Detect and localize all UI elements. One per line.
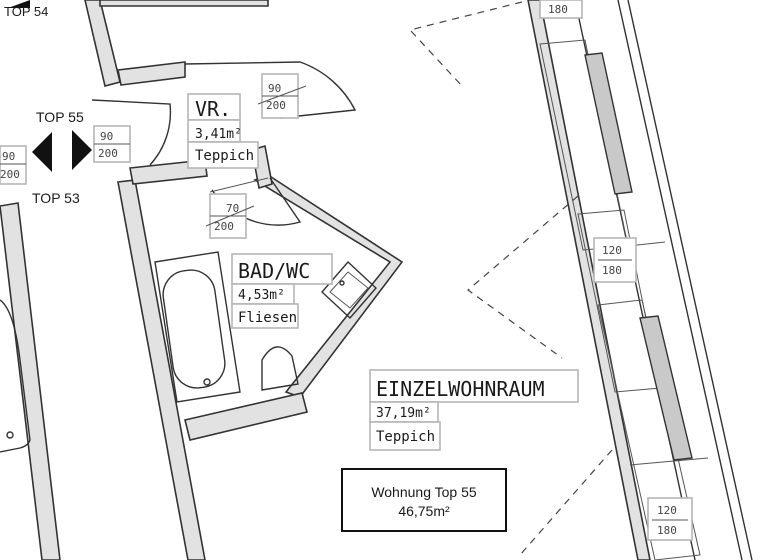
arrow-top54 bbox=[8, 0, 30, 8]
dashed-marker-3 bbox=[519, 449, 613, 556]
window-sill-line-2 bbox=[629, 457, 709, 466]
unit-info-box: Wohnung Top 55 46,75m² bbox=[341, 468, 507, 532]
bathtub bbox=[154, 251, 241, 403]
window-tag-1-height: 180 bbox=[548, 3, 568, 16]
wall-bath-bottom bbox=[184, 392, 308, 441]
door-tag-4-height: 200 bbox=[214, 220, 234, 233]
doors bbox=[91, 61, 357, 226]
window-tag-3-height: 180 bbox=[657, 524, 677, 537]
room-vr-floor: Teppich bbox=[195, 148, 254, 164]
room-bad-floor: Fliesen bbox=[238, 310, 297, 326]
room-einzel-floor: Teppich bbox=[376, 429, 435, 445]
door-tag-3-width: 90 bbox=[2, 150, 15, 163]
door-tag-2-height: 200 bbox=[98, 147, 118, 160]
room-einzel-area: 37,19m² bbox=[376, 406, 431, 421]
room-einzel-name: EINZELWOHNRAUM bbox=[376, 377, 545, 401]
door-tag-2: 90 200 bbox=[93, 125, 131, 163]
door-tag-1-width: 90 bbox=[268, 82, 281, 95]
door-tag-3-height: 200 bbox=[0, 168, 20, 181]
room-vr-area: 3,41m² bbox=[195, 127, 242, 142]
door-tag-1-height: 200 bbox=[266, 99, 286, 112]
room-bad-area: 4,53m² bbox=[238, 288, 285, 303]
door-tag-1: 90 200 bbox=[257, 73, 307, 119]
neighbor-bathtub bbox=[0, 299, 31, 453]
wall-top-left bbox=[84, 0, 121, 87]
room-vr: VR. 3,41m² Teppich bbox=[187, 93, 259, 169]
room-einzel: EINZELWOHNRAUM 37,19m² Teppich bbox=[369, 369, 579, 451]
dashed-marker-2 bbox=[467, 195, 579, 359]
toilet bbox=[261, 346, 299, 391]
facade-line-2 bbox=[617, 0, 743, 560]
radiator-1 bbox=[584, 52, 633, 195]
door-leaf-3 bbox=[209, 177, 269, 193]
dashed-marker-1 bbox=[408, 1, 523, 87]
door-swing-1 bbox=[184, 61, 357, 119]
door-tag-3: 90 200 bbox=[0, 145, 27, 185]
window-tag-3: 120 180 bbox=[647, 497, 693, 541]
arrow-left bbox=[32, 132, 52, 172]
label-top54: TOP 54 bbox=[4, 4, 48, 19]
washbasin bbox=[321, 260, 377, 320]
unit-title: Wohnung Top 55 bbox=[371, 484, 477, 500]
door-tag-4-width: 70 bbox=[226, 202, 239, 215]
wall-vr-top bbox=[117, 61, 186, 86]
window-tag-3-width: 120 bbox=[657, 504, 677, 517]
window-tag-2-height: 180 bbox=[602, 264, 622, 277]
room-vr-name: VR. bbox=[195, 97, 231, 121]
room-bad: BAD/WC 4,53m² Fliesen bbox=[231, 253, 333, 329]
window-tag-2-width: 120 bbox=[602, 244, 622, 257]
door-tag-2-width: 90 bbox=[100, 130, 113, 143]
door-tag-4: 70 200 bbox=[205, 193, 255, 239]
window-tag-1: 180 bbox=[539, 0, 583, 19]
arrow-right bbox=[72, 130, 92, 170]
window-tag-2: 120 180 bbox=[593, 237, 637, 283]
unit-area: 46,75m² bbox=[398, 503, 450, 519]
window-frame-3 bbox=[597, 299, 701, 560]
label-top55: TOP 55 bbox=[36, 109, 84, 125]
wall-top-mid bbox=[99, 0, 269, 7]
room-bad-name: BAD/WC bbox=[238, 259, 310, 283]
label-top53: TOP 53 bbox=[32, 190, 80, 206]
radiator-2 bbox=[639, 315, 693, 461]
wall-left-main bbox=[117, 179, 206, 560]
door-swing-2 bbox=[91, 99, 172, 166]
wall-far-left bbox=[0, 202, 61, 560]
dashed-markers bbox=[408, 1, 613, 556]
facade-line-3 bbox=[627, 0, 753, 560]
wall-exterior bbox=[527, 0, 651, 560]
